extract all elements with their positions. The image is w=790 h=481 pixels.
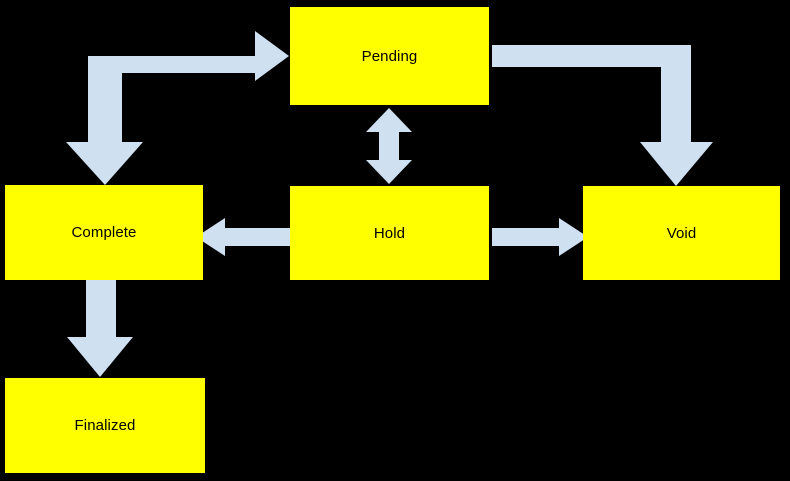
- edge-complete-to-finalized: [67, 280, 133, 377]
- node-label-complete: Complete: [71, 224, 137, 241]
- node-hold[interactable]: Hold: [290, 186, 489, 280]
- node-pending[interactable]: Pending: [290, 7, 489, 105]
- edge-hold-to-void: [492, 218, 588, 256]
- node-label-void: Void: [666, 224, 697, 242]
- node-label-pending: Pending: [361, 47, 418, 65]
- edge-pending-hold: [366, 108, 412, 184]
- edge-pending-to-void: [492, 45, 713, 186]
- node-label-hold: Hold: [373, 224, 406, 242]
- edge-complete-to-pending: [66, 31, 289, 185]
- node-complete[interactable]: Complete: [5, 185, 203, 280]
- node-void[interactable]: Void: [583, 186, 780, 280]
- node-label-finalized: Finalized: [74, 417, 136, 434]
- node-finalized[interactable]: Finalized: [5, 378, 205, 473]
- edge-hold-to-complete: [196, 218, 290, 256]
